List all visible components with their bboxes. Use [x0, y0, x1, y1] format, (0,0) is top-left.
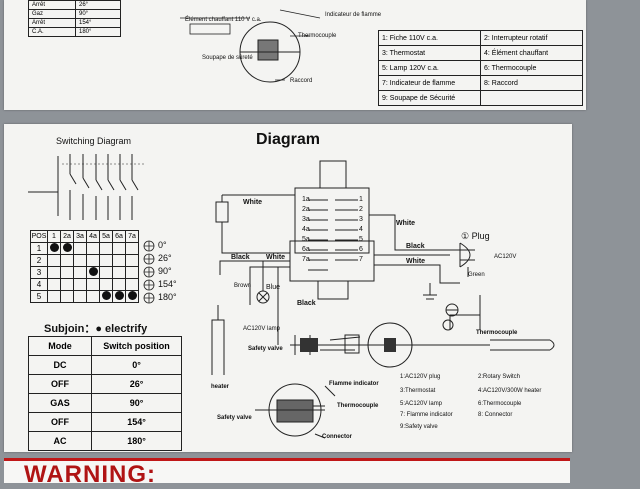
green-label: Green: [468, 272, 485, 278]
table-row: Mode Switch position: [28, 336, 182, 356]
contact-dot: [49, 243, 59, 252]
flame-indicator-label: Flamme indicator: [329, 381, 379, 387]
heating-element-label: Élément chauffant 110 V c.a.: [185, 17, 262, 23]
angle-column: 0° 26° 90° 154° 180°: [140, 240, 188, 310]
valve-assembly-drawing: [255, 383, 336, 439]
wire-black-l: Black: [231, 254, 250, 261]
wire-brown: Brown: [234, 283, 252, 289]
angle-dial-icons: [143, 240, 155, 304]
contact-dot: [62, 243, 72, 252]
plug-label: ① Plug: [461, 231, 490, 241]
flame-indicator-label: Indicateur de flamme: [325, 12, 382, 18]
table-row: 5: [30, 290, 139, 303]
table-row: Arrêt 154°: [28, 18, 121, 28]
warning-heading: WARNING:: [24, 461, 156, 488]
thermocouple2-label: Thermocouple: [337, 403, 379, 409]
table-row: 9: Soupape de Sécurité: [378, 90, 583, 106]
wire-white-r2: White: [406, 258, 426, 265]
angle-0: 0°: [158, 240, 167, 250]
wire-white-l: White: [266, 254, 286, 261]
safety-valve-label: Safety valve: [248, 346, 283, 352]
angle-90: 90°: [158, 266, 172, 276]
switch-contacts-drawing: [28, 154, 146, 220]
table-row: 3: [30, 266, 139, 279]
safety-valve-label: Soupape de sûreté: [202, 55, 253, 61]
safety-valve2-label: Safety valve: [217, 415, 252, 421]
connector-label: Connector: [322, 434, 352, 440]
wire-white-top: White: [243, 199, 263, 206]
wire-white-r1: White: [396, 220, 416, 227]
warning-panel: [4, 458, 570, 483]
subjoin-note: Subjoin：● electrify: [44, 323, 148, 335]
table-row: 2: [30, 254, 139, 267]
angle-154: 154°: [158, 279, 177, 289]
table-row: C.A. 180°: [28, 27, 121, 37]
thermocouple-label: Thermocouple: [476, 330, 518, 336]
table-row: POS 1 2a 3a 4a 5a 6a 7a: [30, 230, 139, 243]
top-component-drawing: [180, 9, 321, 83]
french-position-table: Arrêt 26° Gaz 90° Arrêt 154° C.A. 180°: [28, 0, 121, 37]
table-row: Arrêt 26°: [28, 0, 121, 10]
table-row: 4: [30, 278, 139, 291]
french-legend-table: 1: Fiche 110V c.a.2: Interrupteur rotati…: [378, 30, 583, 106]
contact-dot: [114, 291, 124, 300]
switching-diagram-title: Switching Diagram: [56, 136, 132, 146]
contact-dot: [127, 291, 137, 300]
angle-26: 26°: [158, 253, 172, 263]
wire-black-b: Black: [297, 300, 316, 307]
contact-dot: [88, 267, 98, 276]
table-row: Gaz 90°: [28, 9, 121, 19]
contact-dot: [101, 291, 111, 300]
table-row: 1: [30, 242, 139, 255]
wire-black-r: Black: [406, 243, 425, 250]
table-row: 5: Lamp 120V c.a.6: Thermocouple: [378, 60, 583, 76]
angle-180: 180°: [158, 292, 177, 302]
diagram-title: Diagram: [256, 131, 321, 148]
wire-blue: Blue: [266, 284, 281, 291]
thermocouple-label: Thermocouple: [298, 33, 337, 39]
heater-label: heater: [211, 384, 230, 390]
table-row: 1: Fiche 110V c.a.2: Interrupteur rotati…: [378, 30, 583, 46]
ac120v-label: AC120V: [494, 254, 517, 260]
lamp-label: AC120V lamp: [243, 326, 281, 332]
wiring-schematic: [211, 160, 555, 375]
fitting-label: Raccord: [290, 78, 313, 84]
